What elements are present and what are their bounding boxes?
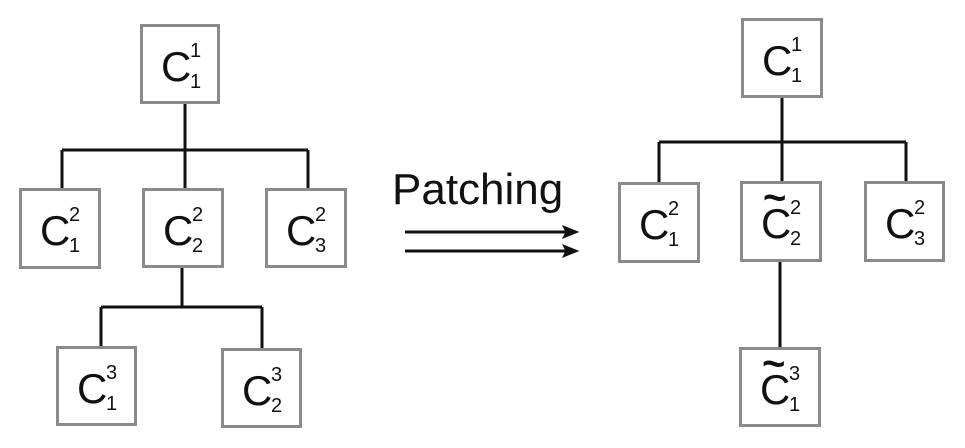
node-superscript: 2: [914, 197, 926, 219]
node-base-letter: C: [40, 207, 71, 254]
patching-arrows: [405, 225, 580, 258]
node-base-letter: C: [161, 43, 192, 90]
node-superscript: 2: [69, 204, 81, 226]
node-base-letter: C: [761, 200, 792, 247]
node-base-letter: C: [77, 365, 108, 412]
node-subscript: 1: [190, 71, 202, 93]
tilde-mark: ~: [762, 342, 786, 386]
node-subscript: 2: [192, 235, 204, 257]
node-superscript: 3: [106, 362, 118, 384]
node-base-letter: C: [760, 366, 791, 413]
node-subscript: 1: [106, 393, 118, 415]
patching-label: Patching: [392, 165, 564, 214]
node-base-letter: C: [163, 207, 194, 254]
node-superscript: 3: [271, 364, 283, 386]
node-base-letter: C: [762, 37, 793, 84]
node-base-letter: C: [242, 367, 273, 414]
node-subscript: 2: [790, 228, 802, 250]
arrowhead-top: [561, 225, 580, 239]
node-base-letter: C: [286, 207, 317, 254]
node-superscript: 2: [790, 197, 802, 219]
node-superscript: 3: [789, 363, 801, 385]
node-superscript: 2: [668, 198, 680, 220]
left-tree-connectors: [60, 104, 310, 348]
right-tree-connectors: [657, 98, 908, 347]
tilde-mark: ~: [763, 176, 787, 220]
node-subscript: 1: [668, 229, 680, 251]
node-subscript: 2: [271, 395, 283, 417]
node-superscript: 1: [791, 34, 803, 56]
node-subscript: 1: [69, 235, 81, 257]
node-subscript: 3: [914, 228, 926, 250]
node-subscript: 1: [789, 394, 801, 416]
node-base-letter: C: [639, 201, 670, 248]
node-subscript: 1: [791, 65, 803, 87]
node-superscript: 1: [190, 40, 202, 62]
arrowhead-bottom: [561, 244, 580, 258]
node-subscript: 3: [315, 235, 327, 257]
node-superscript: 2: [192, 204, 204, 226]
node-base-letter: C: [885, 200, 916, 247]
node-superscript: 2: [315, 204, 327, 226]
